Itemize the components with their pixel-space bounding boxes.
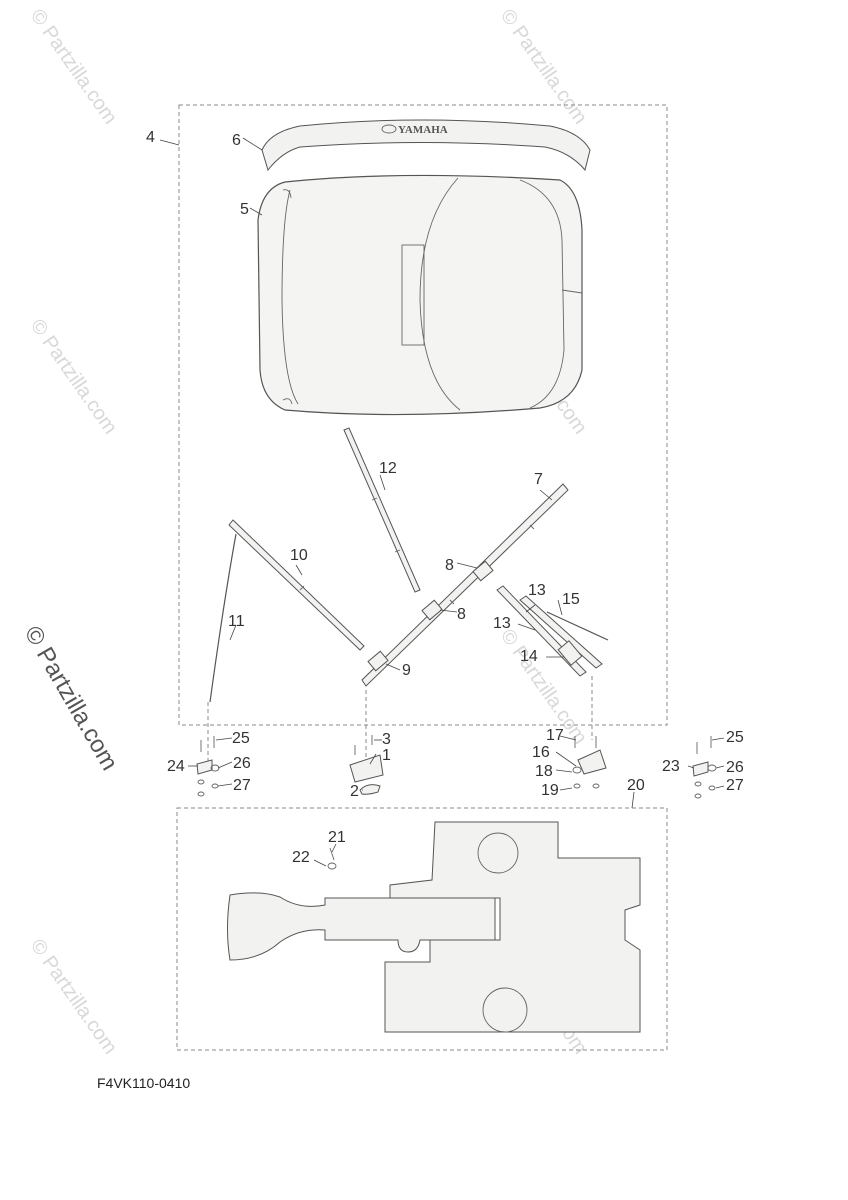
hardware-right-center xyxy=(572,736,607,789)
callouts: 1 2 3 4 5 6 7 8 8 9 10 11 12 13 13 14 15… xyxy=(146,129,744,866)
watermark-text: © Partzilla.com xyxy=(496,5,591,128)
callout-5: 5 xyxy=(240,201,249,218)
hardware-right xyxy=(692,736,717,799)
screw-21-part xyxy=(327,847,337,870)
pole-12-part xyxy=(343,427,421,593)
callout-4: 4 xyxy=(146,129,155,146)
hardware-center xyxy=(349,735,384,795)
callout-27-right: 27 xyxy=(726,777,744,794)
canvas-cover-part xyxy=(257,174,583,416)
callout-7: 7 xyxy=(534,471,543,488)
callout-27-left: 27 xyxy=(233,777,251,794)
callout-25-left: 25 xyxy=(232,730,250,747)
callout-26-right: 26 xyxy=(726,759,744,776)
callout-17: 17 xyxy=(546,727,564,744)
callout-11: 11 xyxy=(228,613,245,630)
fitting-8-lower xyxy=(421,599,443,621)
callout-25-right: 25 xyxy=(726,729,744,746)
mat-assembly-box xyxy=(176,807,668,1051)
fitting-9 xyxy=(367,650,389,672)
callout-8-lower: 8 xyxy=(457,606,466,623)
pole-10-part xyxy=(228,519,365,651)
pole-13-part xyxy=(496,585,603,677)
callout-16: 16 xyxy=(532,744,550,761)
pole-7-part xyxy=(361,483,569,687)
yamaha-logo-text: YAMAHA xyxy=(398,124,448,136)
callout-10: 10 xyxy=(290,547,308,564)
callout-6: 6 xyxy=(232,132,241,149)
top-bar-part: YAMAHA xyxy=(261,119,591,172)
callout-2: 2 xyxy=(350,783,359,800)
callout-24: 24 xyxy=(167,758,185,775)
watermark-text-dark: © Partzilla.com xyxy=(19,622,123,776)
callout-9: 9 xyxy=(402,662,411,679)
callout-12: 12 xyxy=(379,460,397,477)
watermark-text: © Partzilla.com xyxy=(26,935,121,1058)
callout-20: 20 xyxy=(627,777,645,794)
callout-26-left: 26 xyxy=(233,755,251,772)
callout-13-lower: 13 xyxy=(493,615,511,632)
callout-15: 15 xyxy=(562,591,580,608)
callout-8-upper: 8 xyxy=(445,557,454,574)
callout-21: 21 xyxy=(328,829,346,846)
bimini-assembly-box xyxy=(178,104,668,726)
watermark-text: © Partzilla.com xyxy=(26,315,121,438)
watermark-text: © Partzilla.com xyxy=(26,5,121,128)
fitting-8-upper xyxy=(472,560,494,582)
callout-22: 22 xyxy=(292,849,310,866)
callout-3: 3 xyxy=(382,731,391,748)
leader-lines xyxy=(159,137,725,867)
rod-11-part xyxy=(209,533,237,703)
callout-18: 18 xyxy=(535,763,553,780)
callout-13-upper: 13 xyxy=(528,582,546,599)
callout-1: 1 xyxy=(382,747,391,764)
callout-14: 14 xyxy=(520,648,538,665)
callout-23: 23 xyxy=(662,758,680,775)
deck-mat-part xyxy=(227,821,641,1033)
pin-15-part xyxy=(546,611,609,641)
callout-19: 19 xyxy=(541,782,559,799)
diagram-code: F4VK110-0410 xyxy=(97,1075,190,1091)
